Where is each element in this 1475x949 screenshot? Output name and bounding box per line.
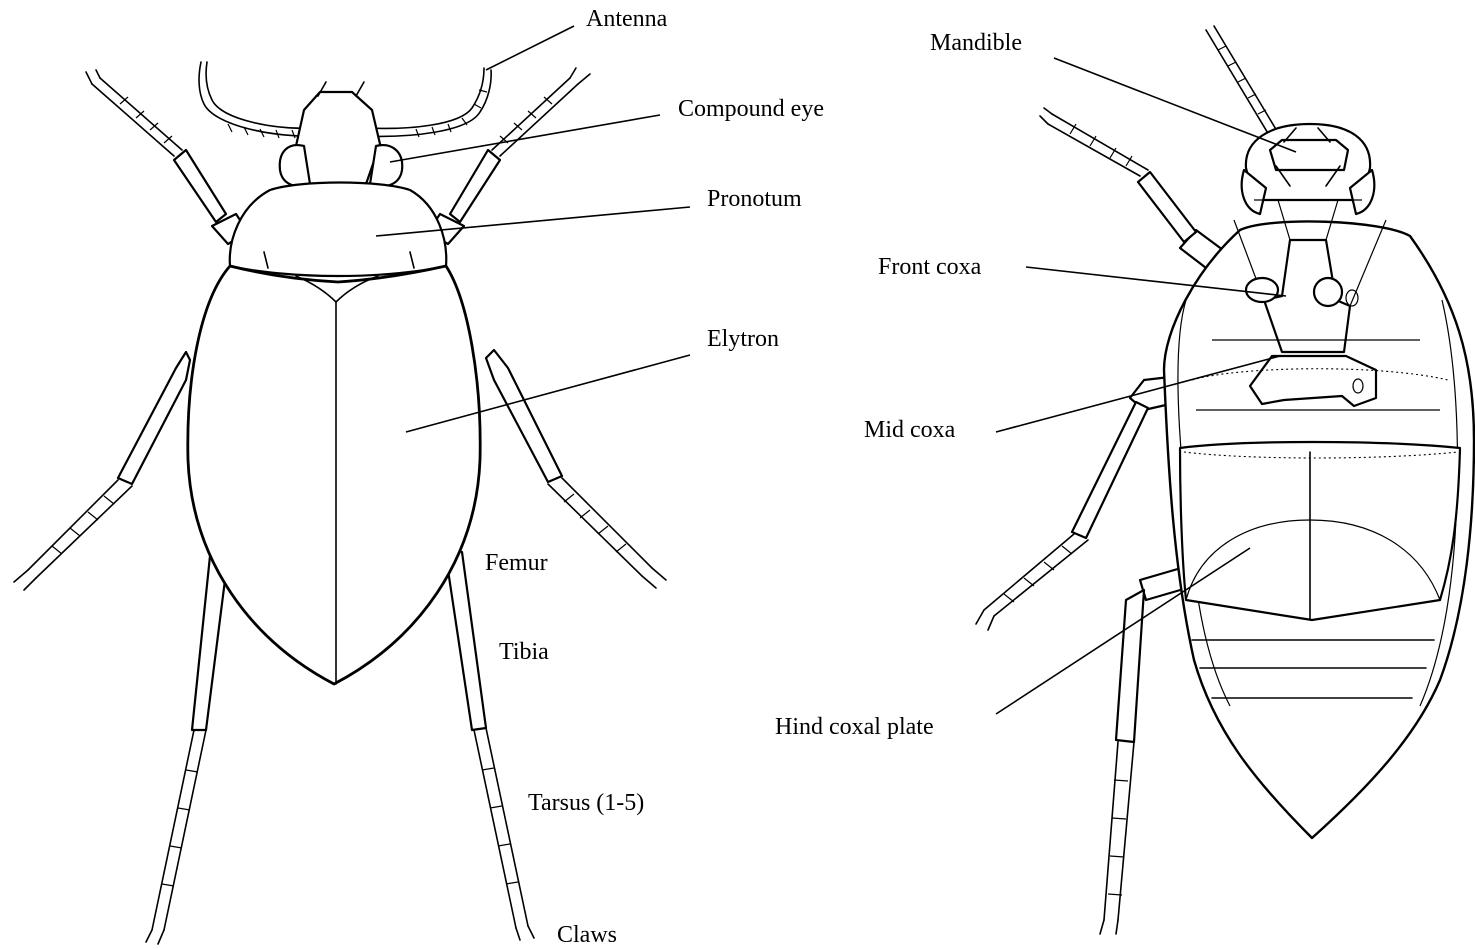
label-hind-coxal-plate: Hind coxal plate xyxy=(775,714,934,740)
leader-compound-eye xyxy=(390,115,660,162)
leader-antenna xyxy=(486,26,574,70)
leader-mandible xyxy=(1054,58,1296,152)
label-elytron: Elytron xyxy=(707,326,779,352)
label-claws: Claws xyxy=(557,922,617,948)
ventral-hind-coxal-plates xyxy=(1180,442,1460,620)
label-tibia: Tibia xyxy=(499,639,549,665)
label-compound-eye: Compound eye xyxy=(678,96,824,122)
labels: Antenna Compound eye Pronotum Elytron Fe… xyxy=(485,6,1022,948)
label-pronotum: Pronotum xyxy=(707,186,802,212)
label-tarsus: Tarsus (1-5) xyxy=(528,790,644,816)
dorsal-elytra xyxy=(188,266,480,684)
label-mandible: Mandible xyxy=(930,30,1022,56)
ventral-view-beetle xyxy=(976,26,1474,934)
compound-eye-left xyxy=(280,145,310,186)
dorsal-pronotum xyxy=(230,183,446,277)
label-femur: Femur xyxy=(485,550,548,576)
ventral-hind-leg xyxy=(1100,566,1194,934)
ventral-antenna xyxy=(1206,26,1280,140)
dorsal-head xyxy=(280,82,402,186)
label-antenna: Antenna xyxy=(586,6,668,32)
compound-eye-right xyxy=(370,145,402,186)
label-mid-coxa: Mid coxa xyxy=(864,417,956,443)
label-front-coxa: Front coxa xyxy=(878,254,982,280)
